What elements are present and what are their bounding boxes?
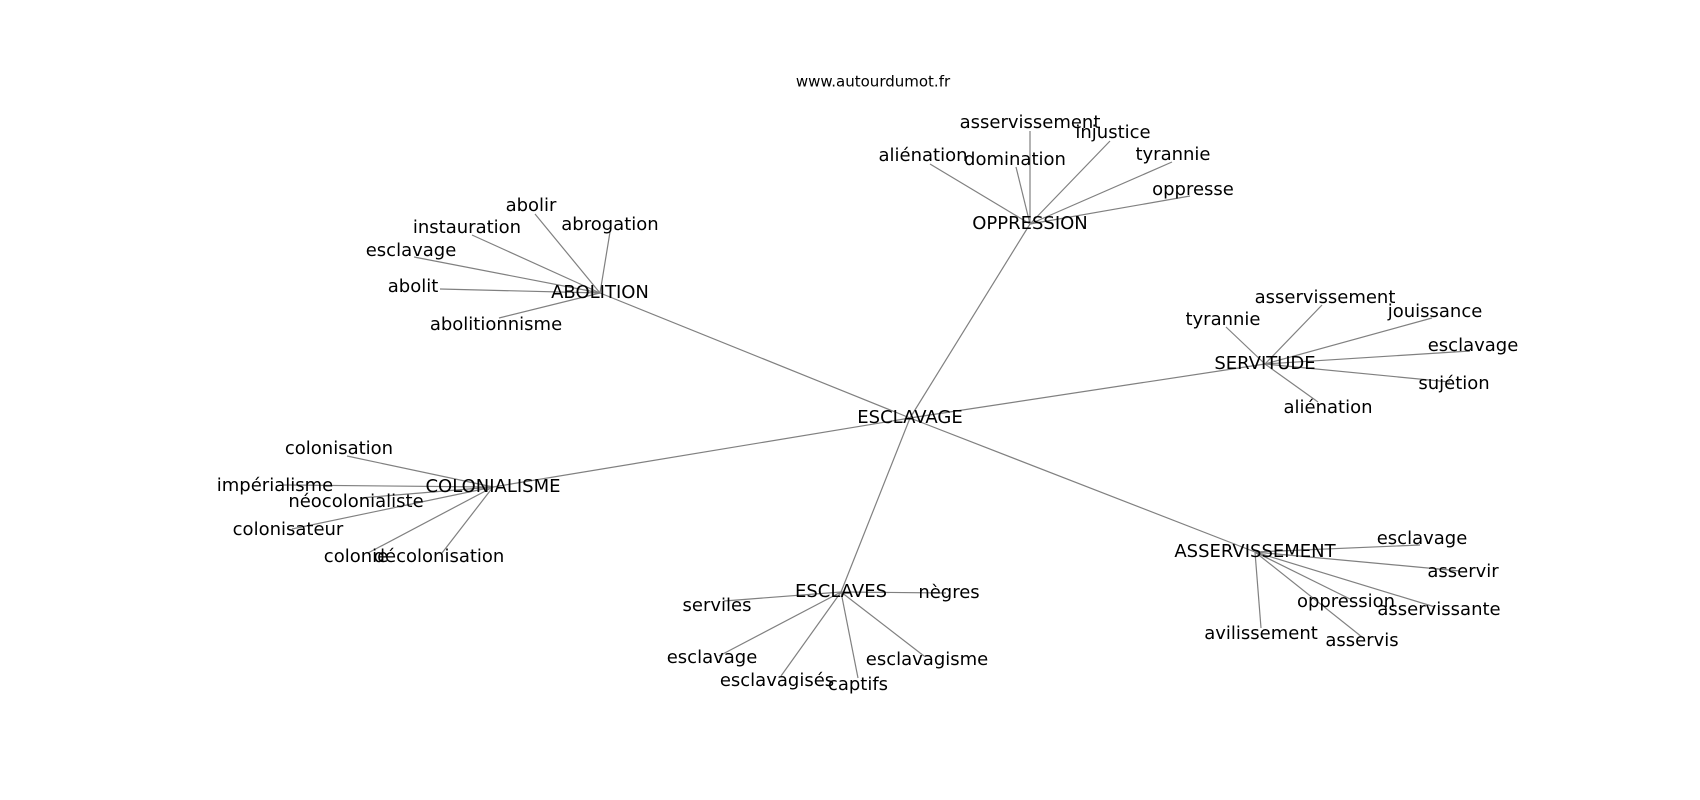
edge-hub-to-leaf	[1254, 551, 1436, 608]
edge-hub-to-leaf	[534, 213, 601, 294]
site-label: www.autourdumot.fr	[796, 73, 951, 91]
leaf-node[interactable]: esclavagisme	[866, 649, 988, 670]
edge-hub-to-leaf	[367, 486, 494, 554]
leaf-node[interactable]: aliénation	[1283, 397, 1372, 418]
leaf-node[interactable]: colonisation	[285, 438, 393, 459]
edge-hub-to-leaf	[1029, 195, 1191, 225]
edge-hub-to-leaf	[1254, 551, 1351, 600]
leaf-node[interactable]: asservissement	[1255, 287, 1396, 308]
leaf-node[interactable]: abrogation	[561, 214, 658, 235]
edge-hub-to-leaf	[1029, 140, 1111, 225]
leaf-node[interactable]: oppresse	[1152, 179, 1234, 200]
leaf-node[interactable]: aliénation	[878, 145, 967, 166]
edge-hub-to-leaf	[439, 288, 601, 294]
edge-hub-to-leaf	[498, 292, 601, 319]
edge-hub-to-leaf	[1254, 551, 1363, 638]
leaf-node[interactable]: jouissance	[1387, 301, 1483, 322]
edge-hub-to-leaf	[281, 484, 494, 488]
edge-center-to-hub	[599, 292, 911, 419]
leaf-node[interactable]: asservis	[1325, 630, 1398, 651]
leaf-node[interactable]: injustice	[1075, 122, 1150, 143]
edge-hub-to-leaf	[1225, 326, 1266, 365]
leaf-node[interactable]: domination	[964, 149, 1066, 170]
edge-hub-to-leaf	[1254, 544, 1421, 553]
edge-center-to-hub	[492, 417, 911, 488]
edge-hub-to-leaf	[599, 231, 611, 294]
edge-hub-to-leaf	[1264, 304, 1323, 365]
edge-hub-to-leaf	[1029, 161, 1173, 225]
leaf-node[interactable]: asservir	[1427, 561, 1499, 582]
edge-hub-to-leaf	[1254, 551, 1262, 629]
leaf-node[interactable]: esclavage	[1377, 528, 1468, 549]
leaf-node[interactable]: abolir	[506, 195, 557, 216]
leaf-node[interactable]: abolitionnisme	[430, 314, 562, 335]
leaf-node[interactable]: oppression	[1297, 591, 1395, 612]
leaf-node[interactable]: esclavage	[366, 240, 457, 261]
leaf-node[interactable]: colonisateur	[233, 519, 344, 540]
hub-node[interactable]: ABOLITION	[551, 282, 649, 303]
edge-center-to-hub	[909, 417, 1256, 553]
edge-hub-to-leaf	[346, 455, 494, 488]
edge-hub-to-leaf	[1264, 317, 1433, 365]
leaf-node[interactable]: abolit	[388, 276, 439, 297]
edge-hub-to-leaf	[780, 591, 842, 677]
leaf-node[interactable]: instauration	[413, 217, 521, 238]
edge-hub-to-leaf	[840, 591, 925, 657]
edge-hub-to-leaf	[441, 486, 494, 554]
leaf-node[interactable]: avilissement	[1204, 623, 1318, 644]
leaf-node[interactable]: tyrannie	[1185, 309, 1260, 330]
hub-node[interactable]: OPPRESSION	[972, 213, 1088, 234]
edge-center-to-hub	[909, 363, 1266, 419]
edge-hub-to-leaf	[1015, 166, 1031, 225]
edge-hub-to-leaf	[723, 591, 842, 602]
leaf-node[interactable]: esclavage	[667, 647, 758, 668]
leaf-node[interactable]: colonie	[324, 546, 388, 567]
leaf-node[interactable]: tyrannie	[1135, 144, 1210, 165]
edge-center-to-hub	[909, 223, 1031, 419]
graph-labels: www.autourdumot.fr ESCLAVAGE ABOLITION abo…	[217, 73, 1519, 696]
edge-center-to-hub	[840, 417, 911, 593]
hub-node[interactable]: COLONIALISME	[425, 476, 560, 497]
leaf-node[interactable]: nègres	[918, 582, 979, 603]
edge-hub-to-leaf	[718, 591, 842, 657]
edge-hub-to-leaf	[413, 256, 601, 294]
edge-hub-to-leaf	[1264, 363, 1451, 383]
leaf-node[interactable]: asservissante	[1377, 599, 1500, 620]
edge-hub-to-leaf	[840, 591, 859, 679]
leaf-node[interactable]: esclavagisés	[720, 670, 834, 691]
center-node[interactable]: ESCLAVAGE	[857, 407, 962, 428]
edge-hub-to-leaf	[471, 234, 601, 294]
graph-edges	[281, 131, 1471, 679]
leaf-node[interactable]: sujétion	[1418, 373, 1489, 394]
hub-node[interactable]: ESCLAVES	[795, 581, 887, 602]
edge-hub-to-leaf	[1254, 551, 1461, 572]
leaf-node[interactable]: impérialisme	[217, 475, 333, 496]
leaf-node[interactable]: esclavage	[1428, 335, 1519, 356]
leaf-node[interactable]: décolonisation	[374, 546, 505, 567]
edge-hub-to-leaf	[840, 591, 947, 594]
leaf-node[interactable]: serviles	[683, 595, 752, 616]
leaf-node[interactable]: néocolonialiste	[288, 491, 423, 512]
edge-hub-to-leaf	[1264, 363, 1319, 403]
edge-hub-to-leaf	[291, 486, 494, 530]
leaf-node[interactable]: captifs	[828, 674, 888, 695]
edge-hub-to-leaf	[359, 486, 494, 499]
leaf-node[interactable]: asservissement	[960, 112, 1101, 133]
hub-node[interactable]: ASSERVISSEMENT	[1174, 541, 1336, 562]
edge-hub-to-leaf	[929, 163, 1031, 225]
edge-hub-to-leaf	[1264, 350, 1471, 365]
hub-node[interactable]: SERVITUDE	[1214, 353, 1315, 374]
